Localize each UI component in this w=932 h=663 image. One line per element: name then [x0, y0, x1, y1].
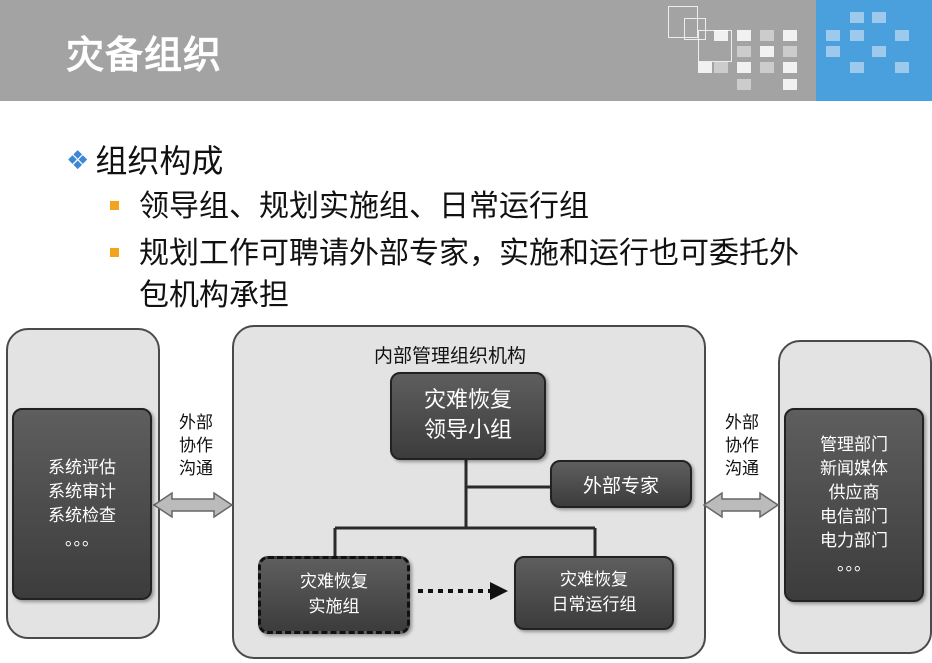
- center-group-title: 内部管理组织机构: [374, 345, 527, 367]
- external-audit-box: 系统评估 系统审计 系统检查 。。。: [12, 408, 152, 600]
- diamond-bullet-icon: ❖: [66, 146, 90, 176]
- sub-bullet-1: 领导组、规划实施组、日常运行组: [110, 186, 589, 228]
- bullet-main: ❖组织构成: [66, 142, 224, 180]
- leader-group-box: 灾难恢复 领导小组: [390, 372, 546, 460]
- square-bullet-icon: [110, 248, 119, 257]
- external-parties-box: 管理部门 新闻媒体 供应商 电信部门 电力部门 。。。: [784, 408, 924, 602]
- left-link-label: 外部 协作 沟通: [179, 413, 213, 479]
- operations-group-box: 灾难恢复 日常运行组: [514, 556, 674, 630]
- title-bar: 灾备组织: [0, 0, 932, 101]
- slide-title: 灾备组织: [66, 33, 223, 77]
- sub-bullet-2: 规划工作可聘请外部专家，实施和运行也可委托外 包机构承担: [110, 233, 799, 317]
- square-bullet-icon: [110, 201, 119, 210]
- right-link-label: 外部 协作 沟通: [725, 413, 759, 479]
- external-expert-box: 外部专家: [550, 460, 692, 508]
- implementation-group-box: 灾难恢复 实施组: [258, 556, 410, 634]
